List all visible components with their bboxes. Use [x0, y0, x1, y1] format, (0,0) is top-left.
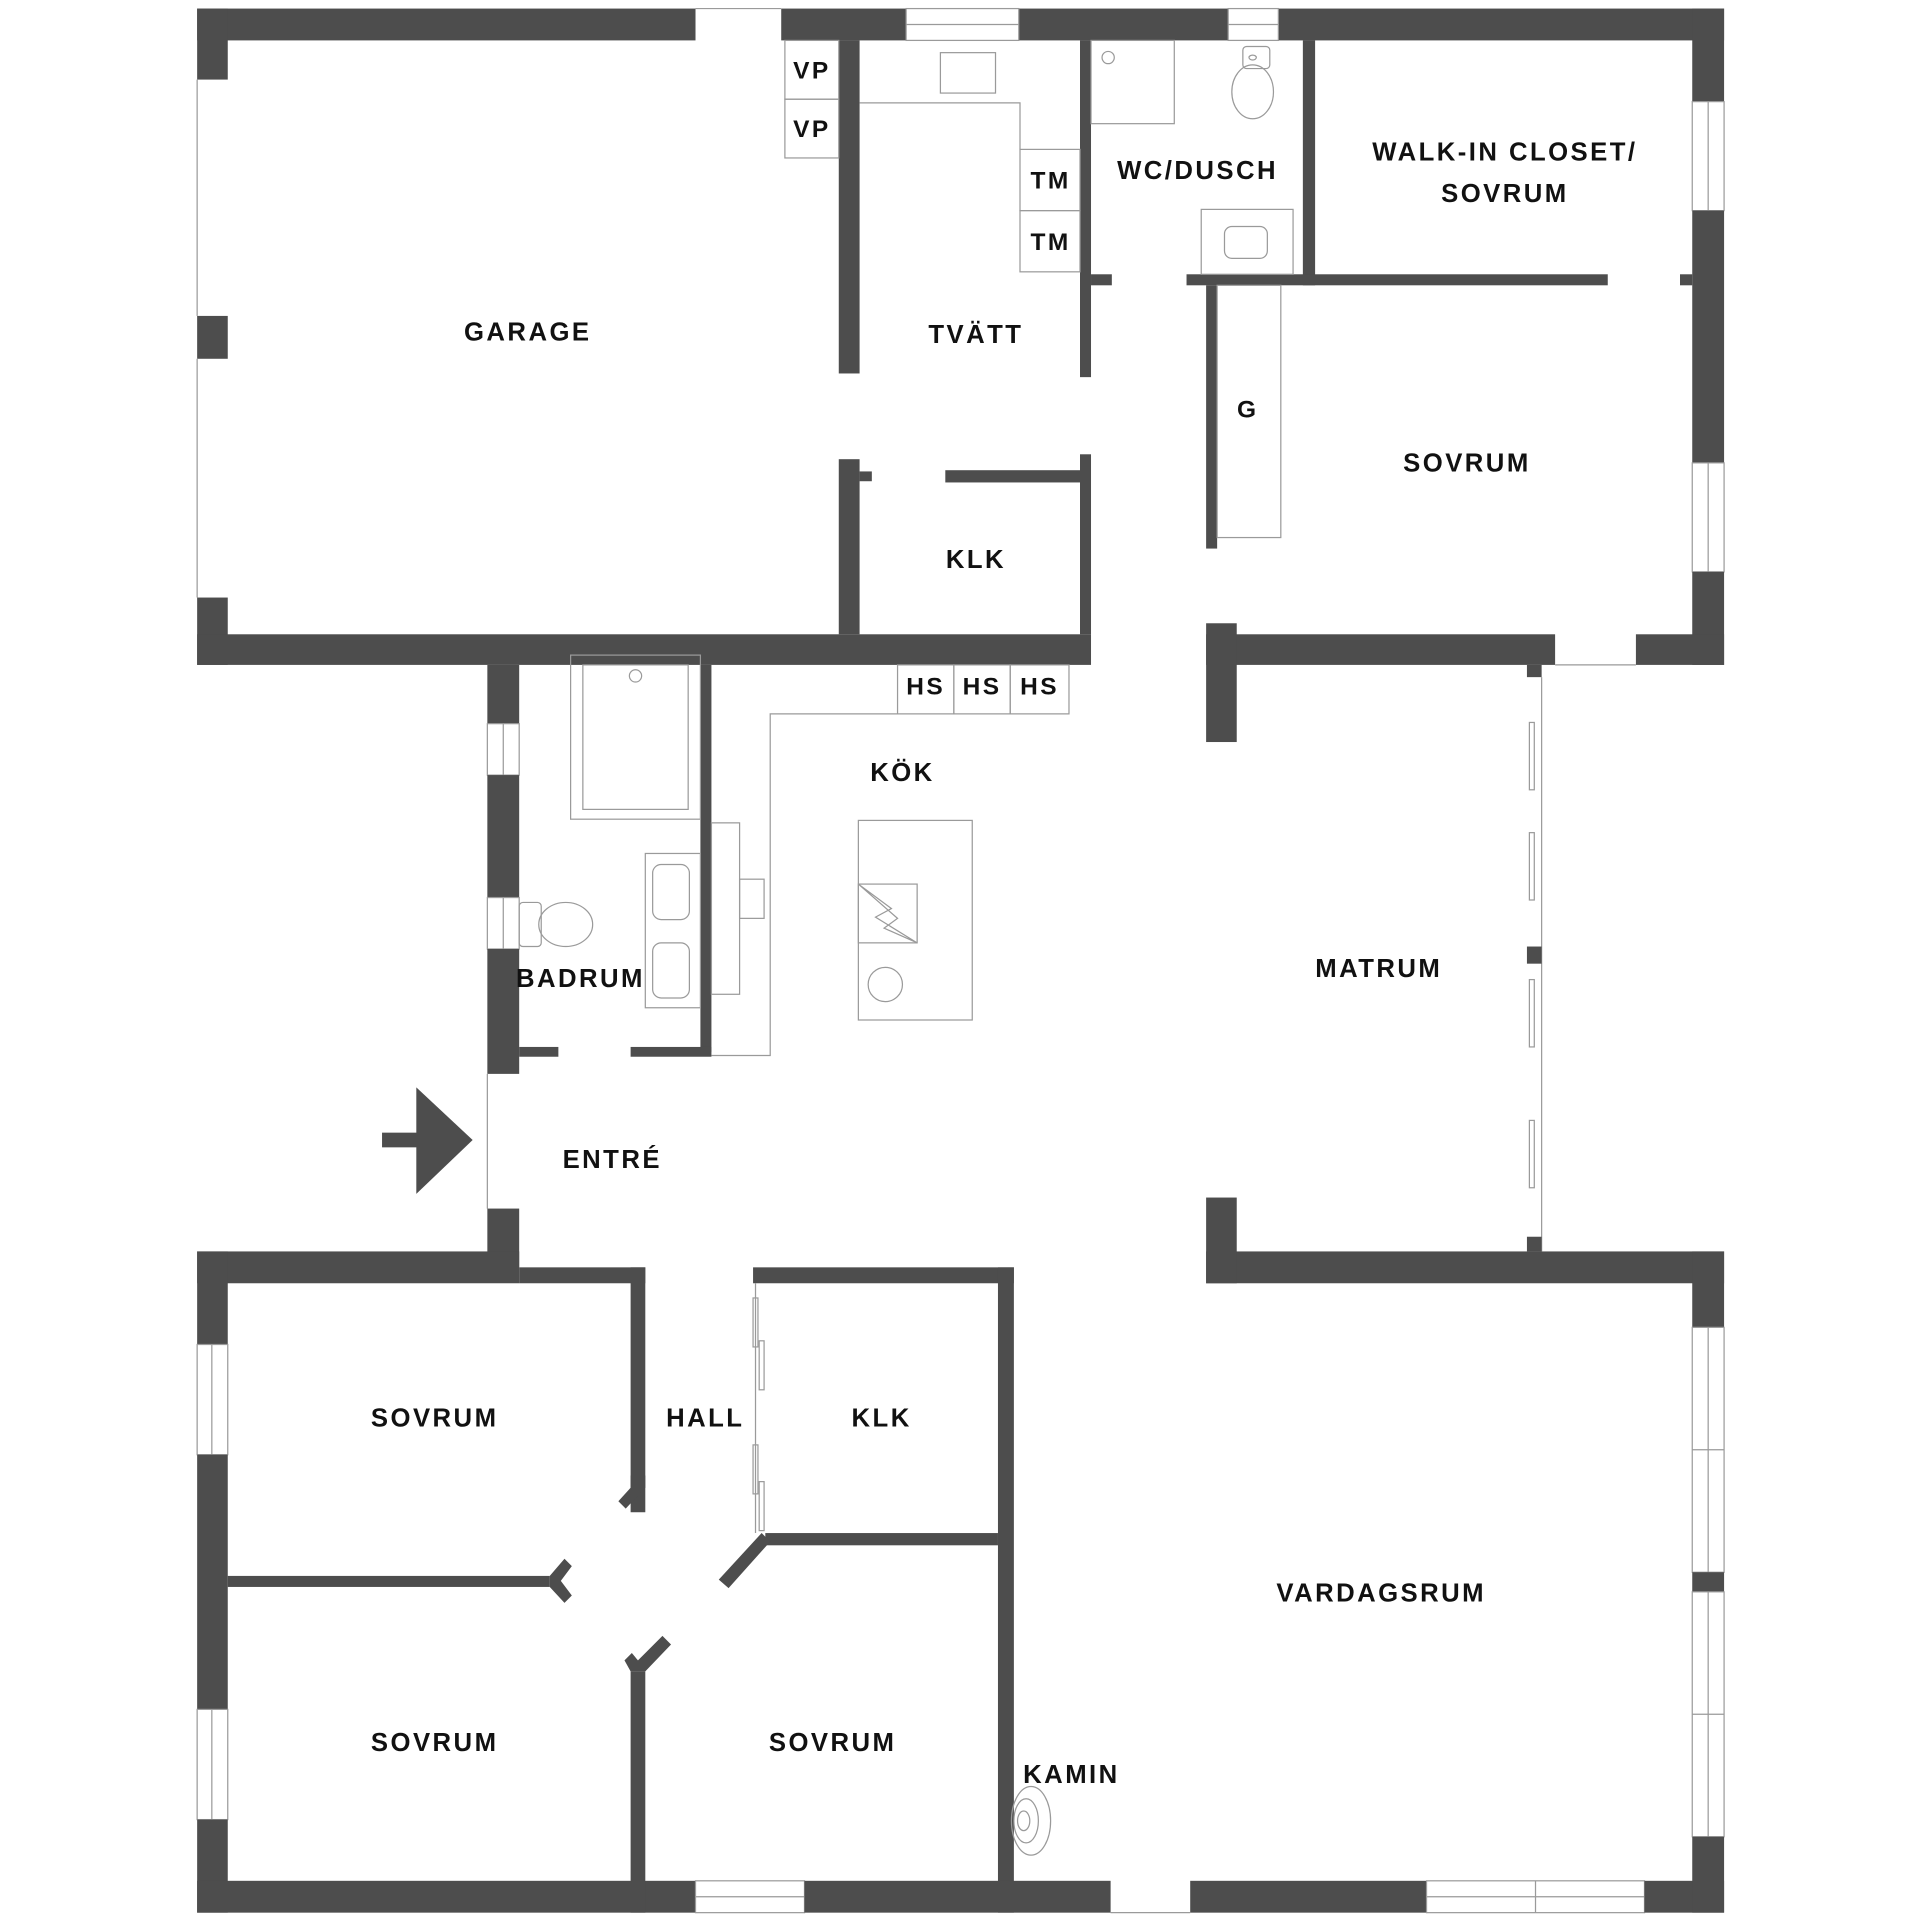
label-kok: KÖK: [870, 758, 934, 787]
label-garage: GARAGE: [464, 318, 592, 346]
label-sovrum-w2: SOVRUM: [371, 1729, 499, 1757]
label-vp-2: VP: [793, 116, 831, 143]
label-badrum: BADRUM: [516, 965, 645, 993]
label-klk-upper: KLK: [946, 546, 1006, 574]
label-hs-2: HS: [963, 673, 1002, 700]
label-walkin-2: SOVRUM: [1441, 180, 1569, 208]
outer-walls: [196, 7, 1725, 1914]
label-klk-lower: KLK: [852, 1405, 912, 1433]
room-labels: GARAGE TVÄTT WC/DUSCH WALK-IN CLOSET/ SO…: [371, 57, 1637, 1789]
fixtures: [518, 39, 1294, 1856]
label-hs-3: HS: [1020, 673, 1059, 700]
label-kamin: KAMIN: [1023, 1761, 1119, 1789]
label-wc-dusch: WC/DUSCH: [1117, 157, 1278, 185]
label-matrum: MATRUM: [1315, 955, 1442, 983]
label-tvatt: TVÄTT: [928, 321, 1023, 349]
label-vp-1: VP: [793, 57, 831, 84]
label-g: G: [1237, 397, 1258, 424]
label-vardagsrum: VARDAGSRUM: [1276, 1580, 1486, 1608]
label-hall: HALL: [666, 1405, 744, 1433]
label-walkin-1: WALK-IN CLOSET/: [1372, 138, 1637, 166]
interior-walls: [227, 40, 1693, 1913]
label-tm-1: TM: [1030, 168, 1070, 195]
label-sovrum-w1: SOVRUM: [371, 1405, 499, 1433]
label-hs-1: HS: [906, 673, 945, 700]
entrance-arrow-icon: [382, 1087, 473, 1194]
label-entre: ENTRÉ: [563, 1145, 662, 1174]
label-tm-2: TM: [1030, 229, 1070, 256]
label-sovrum-ne: SOVRUM: [1403, 449, 1531, 477]
label-sovrum-s: SOVRUM: [769, 1729, 897, 1757]
